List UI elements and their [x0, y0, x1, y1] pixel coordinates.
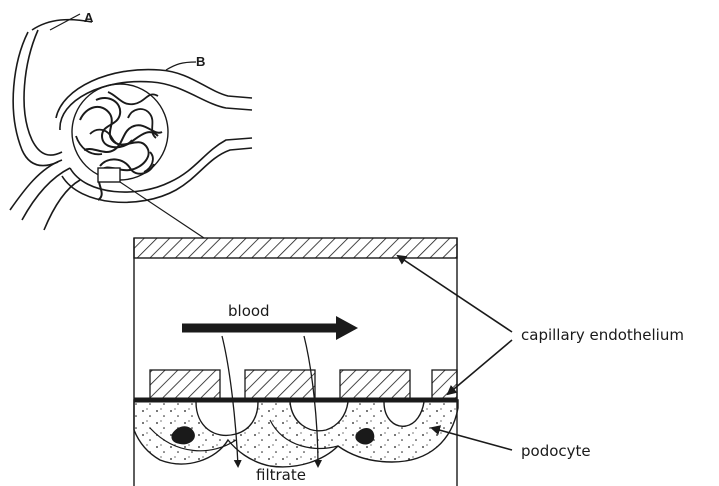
label-b: B — [196, 54, 205, 69]
label-blood: blood — [228, 302, 270, 320]
renal-corpuscle-sketch — [10, 14, 252, 238]
endothelium-top — [134, 238, 457, 258]
endothelium-block — [432, 370, 457, 400]
leader-endothelium-top — [398, 256, 512, 332]
endothelium-block — [245, 370, 315, 400]
label-capillary-endothelium: capillary endothelium — [521, 326, 684, 344]
label-filtrate: filtrate — [256, 466, 306, 484]
endothelium-block — [340, 370, 410, 400]
filtration-barrier-box — [134, 238, 458, 486]
label-podocyte: podocyte — [521, 442, 591, 460]
endothelium-block — [150, 370, 220, 400]
label-a: A — [84, 10, 94, 25]
